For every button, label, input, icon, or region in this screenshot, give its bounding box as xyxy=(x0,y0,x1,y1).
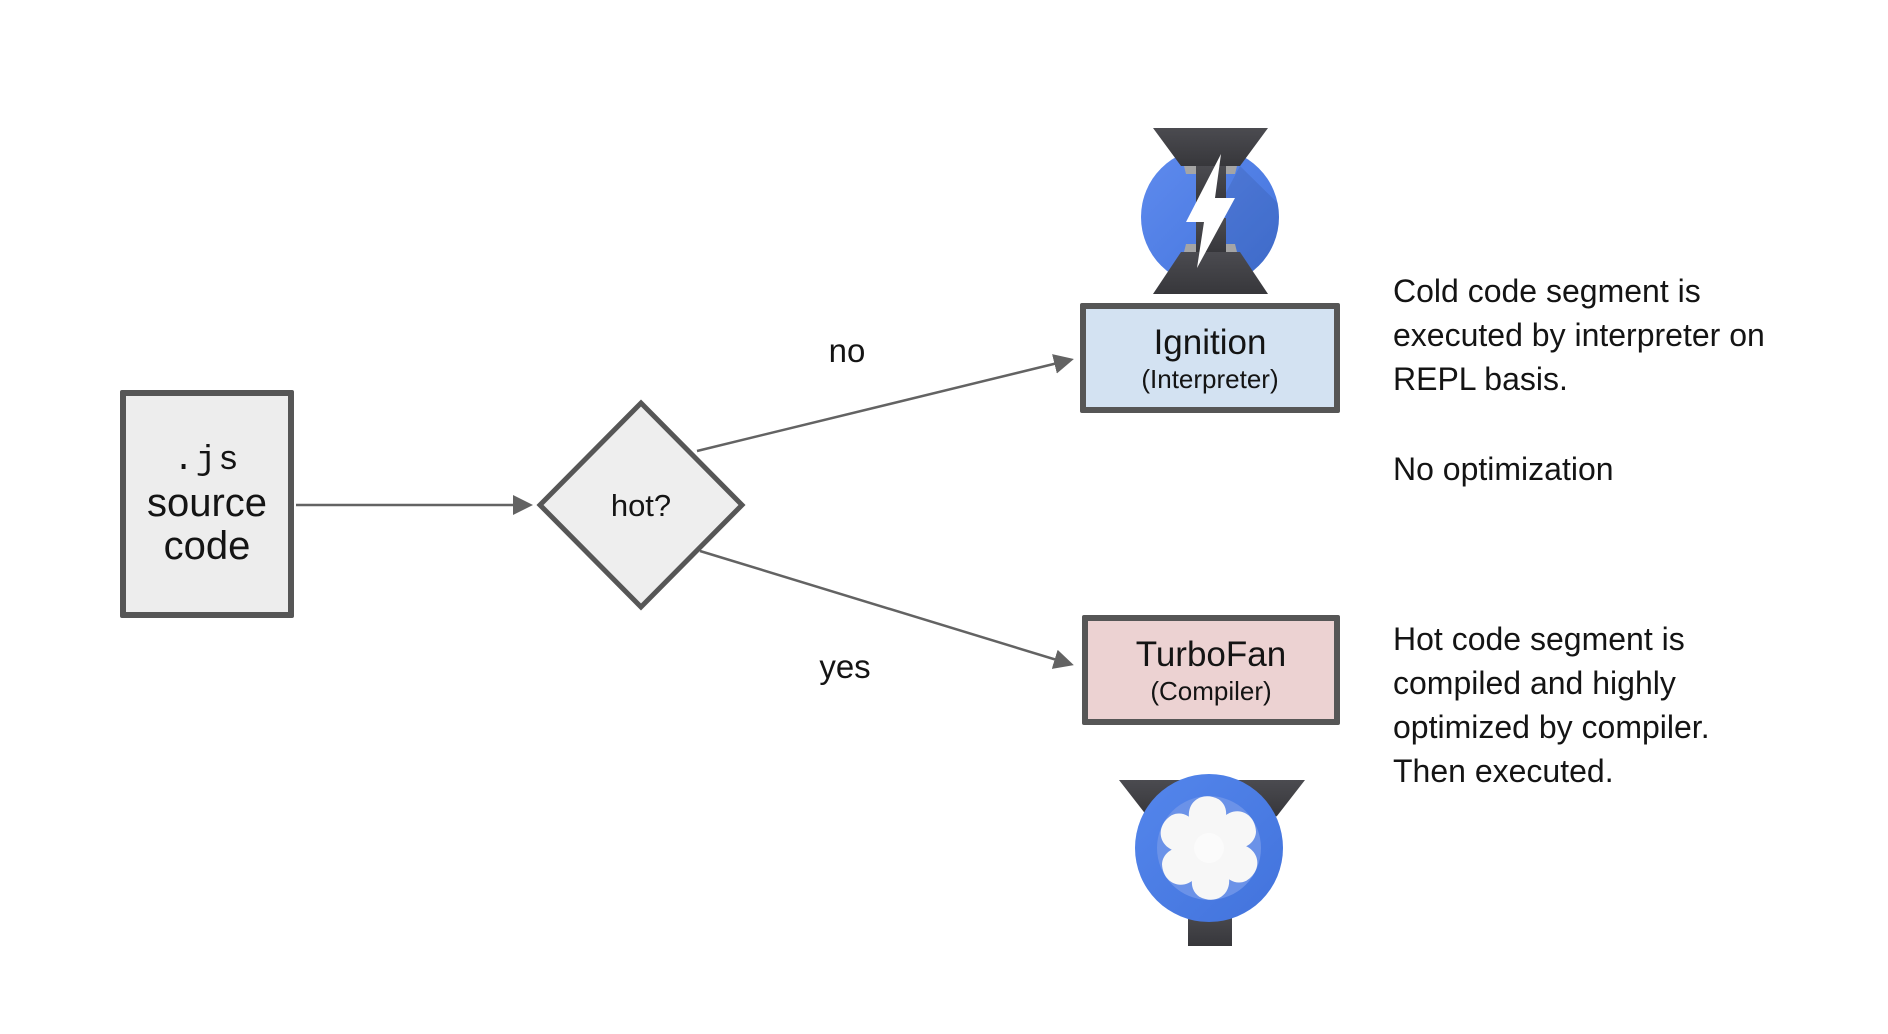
edge-label-yes: yes xyxy=(819,648,871,685)
cold-note-line: Cold code segment is xyxy=(1393,273,1701,309)
hot-note-line: optimized by compiler. xyxy=(1393,709,1710,745)
hot-note-line: compiled and highly xyxy=(1393,665,1676,701)
turbofan-title: TurboFan xyxy=(1135,635,1287,674)
source-label-line1: source xyxy=(146,481,268,525)
decision-label: hot? xyxy=(610,488,672,523)
cold-note-line: executed by interpreter on xyxy=(1393,317,1765,353)
hot-note-line: Then executed. xyxy=(1393,753,1614,789)
cold-note: Cold code segment is executed by interpr… xyxy=(1393,269,1765,491)
ignition-icon xyxy=(1141,128,1279,294)
ignition-subtitle: (Interpreter) xyxy=(1141,364,1279,394)
source-label-line2: code xyxy=(163,524,251,568)
source-code-box: .js source code xyxy=(120,390,294,618)
turbofan-subtitle: (Compiler) xyxy=(1150,676,1272,706)
no-optimization-note: No optimization xyxy=(1393,451,1614,487)
source-file-extension: .js xyxy=(173,442,241,480)
turbofan-icon xyxy=(1119,774,1305,946)
arrow-no-to-ignition xyxy=(696,354,1074,453)
hot-note: Hot code segment is compiled and highly … xyxy=(1393,617,1710,793)
turbofan-box: TurboFan (Compiler) xyxy=(1082,615,1340,725)
ignition-box: Ignition (Interpreter) xyxy=(1080,303,1340,413)
arrow-yes-to-turbofan xyxy=(699,549,1074,669)
hot-note-line: Hot code segment is xyxy=(1393,621,1685,657)
cold-note-line: REPL basis. xyxy=(1393,361,1568,397)
ignition-title: Ignition xyxy=(1153,323,1267,362)
edge-label-no: no xyxy=(828,332,866,369)
decision-diamond-shape xyxy=(536,399,746,611)
